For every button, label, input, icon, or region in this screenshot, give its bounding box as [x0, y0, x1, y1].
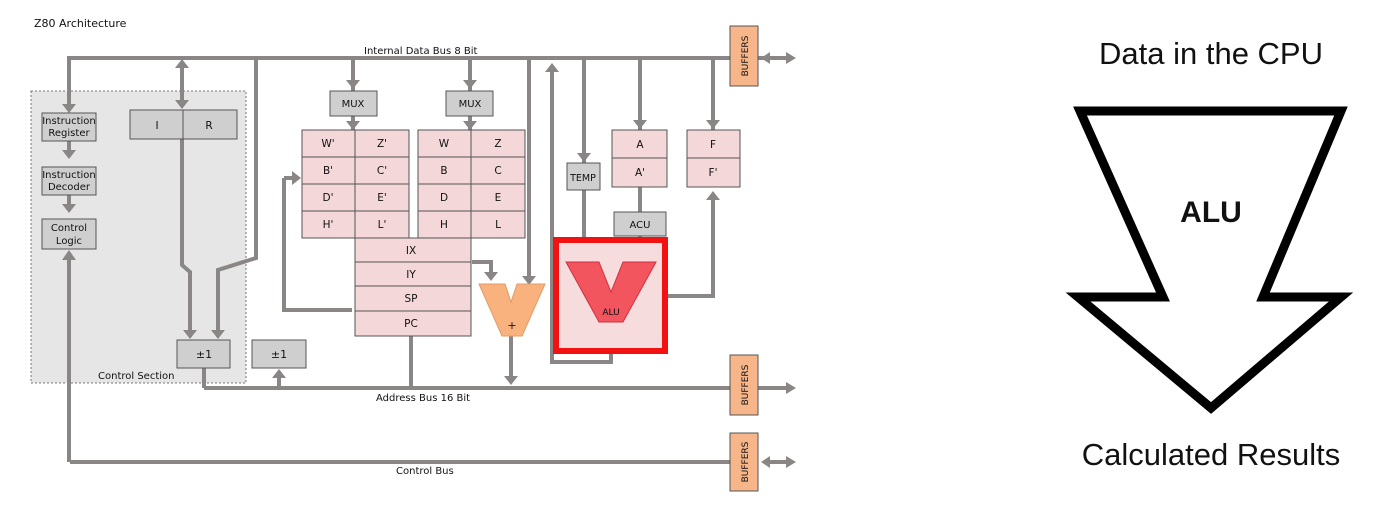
index-registers: IX IY SP PC [354, 237, 472, 337]
svg-text:Instruction: Instruction [42, 170, 96, 181]
svg-text:C: C [494, 165, 501, 177]
register-iy: IY [406, 269, 416, 281]
alu-shape [565, 261, 657, 323]
control-bus-label: Control Bus [396, 466, 454, 477]
alu-label: ALU [602, 308, 619, 318]
svg-text:B': B' [323, 165, 333, 177]
mux-right: MUX [445, 90, 494, 117]
arrowheads [62, 52, 796, 468]
svg-text:L': L' [378, 219, 387, 231]
svg-text:C': C' [377, 165, 387, 177]
register-ix: IX [406, 245, 416, 257]
register-a: A [636, 139, 644, 151]
svg-text:Z: Z [494, 138, 501, 150]
svg-text:BUFFERS: BUFFERS [741, 441, 751, 482]
svg-text:BUFFERS: BUFFERS [741, 364, 751, 405]
internal-data-bus-label: Internal Data Bus 8 Bit [364, 46, 478, 57]
main-register-file: W Z B C D E H L [417, 129, 526, 239]
svg-text:+: + [507, 319, 516, 332]
svg-text:H': H' [323, 219, 334, 231]
svg-text:Z': Z' [377, 138, 387, 150]
accumulator: A A' [611, 129, 668, 188]
register-i-r: I R [129, 109, 238, 140]
buffers-data-bus: BUFFERS [729, 25, 759, 87]
alternate-register-file: W' Z' B' C' D' E' H' L' [301, 129, 410, 239]
svg-text:B: B [440, 165, 447, 177]
svg-text:Control: Control [51, 223, 87, 234]
svg-text:±1: ±1 [271, 348, 287, 361]
buffers-address-bus: BUFFERS [729, 354, 759, 416]
register-a-alt: A' [635, 167, 645, 179]
flags-register: F F' [686, 129, 741, 188]
svg-text:D': D' [323, 192, 334, 204]
svg-text:E: E [495, 192, 502, 204]
register-f: F [710, 139, 716, 151]
svg-text:Register: Register [48, 128, 90, 139]
svg-text:BUFFERS: BUFFERS [741, 35, 751, 76]
svg-text:W': W' [321, 138, 334, 150]
svg-text:MUX: MUX [342, 99, 365, 110]
alu-highlight: ALU [553, 237, 668, 354]
svg-text:L: L [495, 219, 501, 231]
register-i: I [155, 120, 158, 132]
bus-label-bg [360, 46, 494, 56]
mux-left: MUX [329, 90, 378, 117]
svg-text:Decoder: Decoder [48, 182, 91, 193]
svg-text:ACU: ACU [630, 220, 651, 231]
concept-alu-label: ALU [1180, 196, 1242, 229]
register-pc: PC [404, 318, 418, 330]
control-section-label: Control Section [98, 371, 174, 382]
buffers-control-bus: BUFFERS [729, 432, 759, 492]
temp-register: TEMP [566, 162, 601, 191]
svg-text:±1: ±1 [196, 348, 212, 361]
instruction-register: Instruction Register [41, 112, 97, 142]
svg-text:D: D [440, 192, 448, 204]
svg-text:H: H [440, 219, 448, 231]
svg-text:Logic: Logic [56, 236, 82, 247]
diagram-title: Z80 Architecture [34, 17, 127, 30]
control-logic: Control Logic [41, 218, 97, 250]
address-bus-label: Address Bus 16 Bit [376, 393, 470, 404]
concept-top-label: Data in the CPU [1099, 36, 1323, 71]
incrementer-2: ±1 [251, 339, 307, 369]
svg-text:MUX: MUX [459, 99, 482, 110]
register-sp: SP [405, 293, 418, 305]
concept-bottom-label: Calculated Results [1082, 437, 1340, 472]
address-adder: + [478, 283, 546, 337]
acu: ACU [613, 211, 667, 237]
alu-funnel-shape [1065, 106, 1354, 414]
svg-text:TEMP: TEMP [569, 173, 596, 184]
incrementer-1: ±1 [176, 339, 231, 369]
svg-text:W: W [439, 138, 450, 150]
svg-text:E': E' [377, 192, 387, 204]
svg-text:Instruction: Instruction [42, 116, 96, 127]
register-f-alt: F' [709, 167, 718, 179]
register-r: R [205, 120, 212, 132]
instruction-decoder: Instruction Decoder [41, 166, 97, 196]
